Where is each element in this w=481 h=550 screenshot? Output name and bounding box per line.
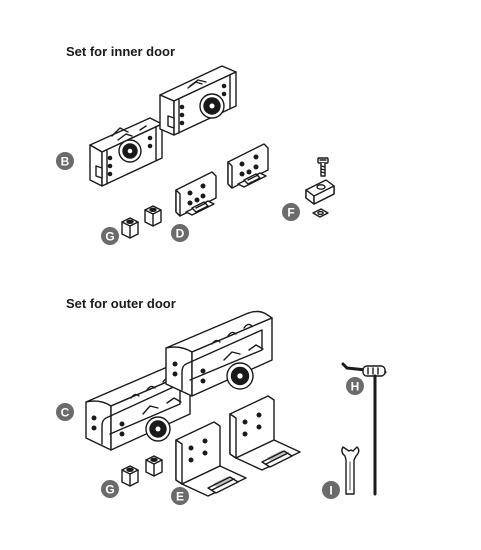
- wrench-tool: [341, 446, 360, 495]
- outer-roller-housing-right: [165, 310, 273, 397]
- badge-I: I: [322, 481, 340, 499]
- svg-text:C: C: [61, 405, 70, 419]
- svg-text:H: H: [351, 379, 360, 393]
- outer-door-set-title: Set for outer door: [66, 296, 176, 311]
- outer-door-bumpers: [121, 455, 163, 487]
- inner-door-bracket-back: [227, 143, 269, 189]
- badge-F: F: [282, 203, 300, 221]
- svg-text:G: G: [105, 482, 114, 496]
- outer-roller-housing-left: [85, 364, 191, 451]
- outer-door-bracket-back: [229, 395, 301, 471]
- badge-C: C: [56, 403, 74, 421]
- badge-E: E: [171, 487, 189, 505]
- badge-H: H: [346, 377, 364, 395]
- badge-D: D: [171, 224, 189, 242]
- badge-B: B: [56, 152, 74, 170]
- outer-door-bracket-front: [175, 421, 247, 497]
- inner-door-set-title: Set for inner door: [66, 44, 176, 59]
- badge-G-outer: G: [101, 480, 119, 498]
- svg-text:B: B: [61, 154, 70, 168]
- badge-G-inner: G: [101, 227, 119, 245]
- svg-text:F: F: [287, 205, 294, 219]
- svg-text:I: I: [329, 483, 332, 497]
- hex-key-tool: [341, 362, 387, 496]
- inner-door-stop-kit: [305, 157, 335, 218]
- svg-text:D: D: [176, 226, 185, 240]
- inner-door-bumpers: [121, 205, 162, 239]
- svg-text:E: E: [176, 489, 184, 503]
- inner-roller-carriage-left: [89, 117, 163, 187]
- svg-text:G: G: [105, 229, 114, 243]
- inner-roller-carriage-right: [159, 65, 237, 136]
- inner-door-bracket-front: [175, 171, 217, 217]
